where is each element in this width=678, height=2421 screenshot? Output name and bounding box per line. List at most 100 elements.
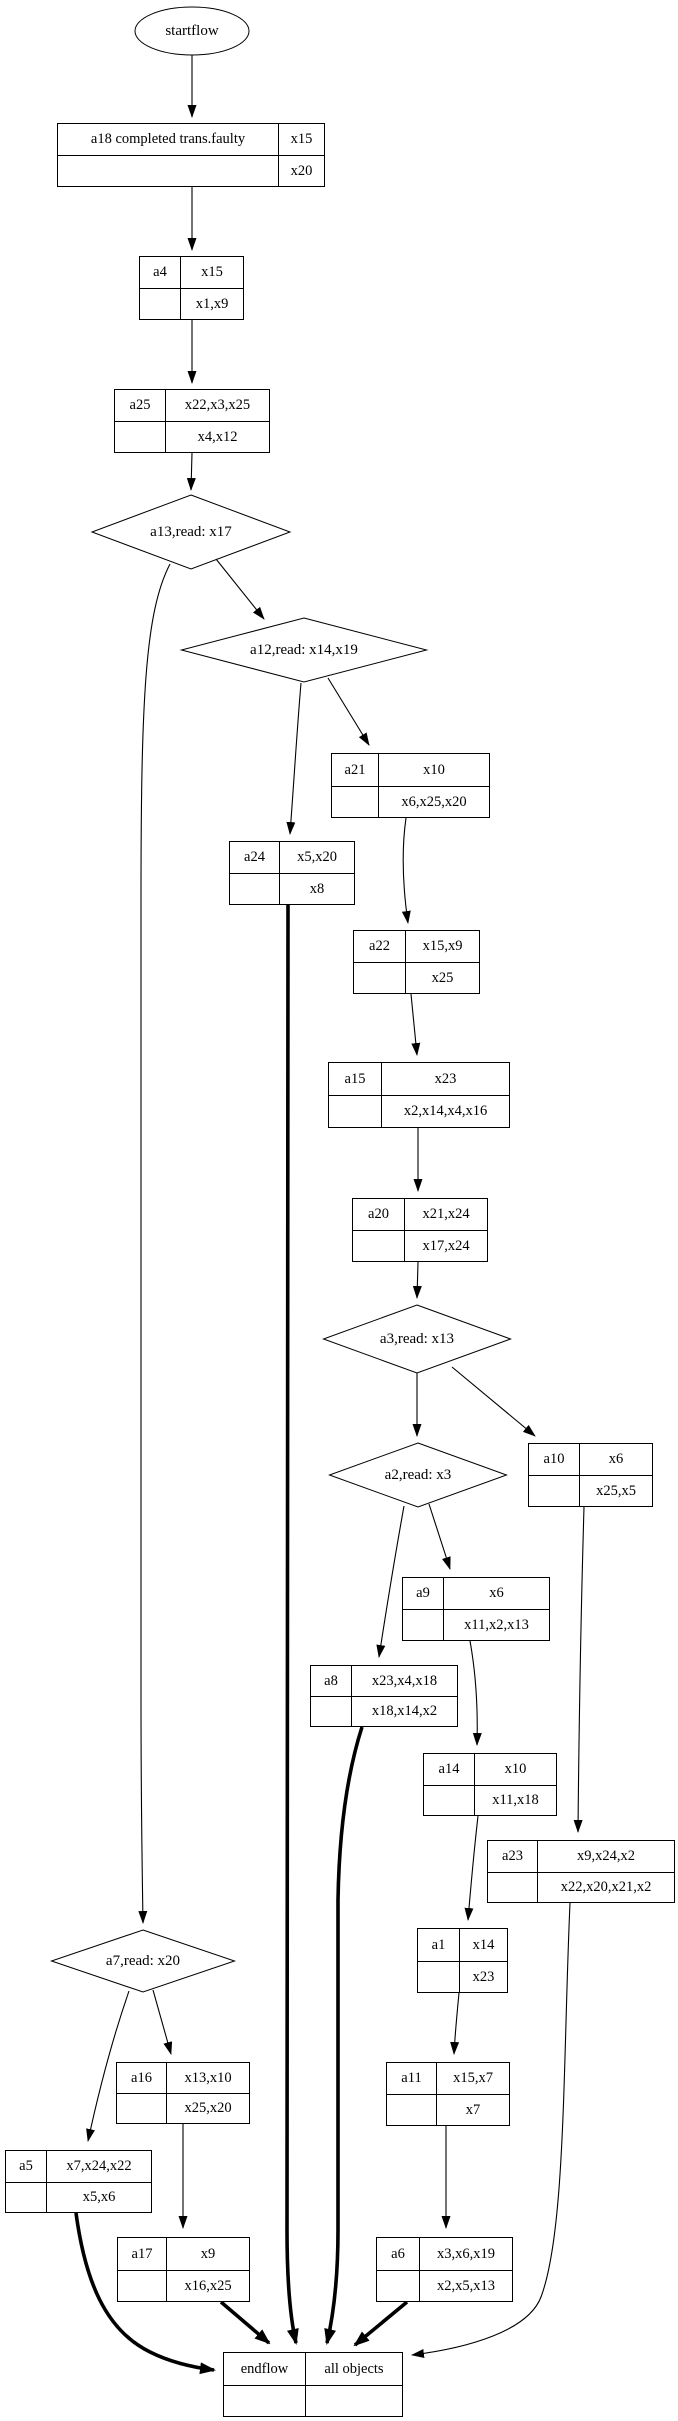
node-a9-cell-r1c0 — [403, 1609, 443, 1640]
node-a20-cell-r1c0 — [353, 1230, 404, 1261]
node-a6-cell-r0c0: a6 — [391, 2245, 405, 2262]
edge-a23-endflow — [411, 1902, 571, 2358]
node-a14-cell-r1c0 — [424, 1784, 474, 1816]
node-a24-cell-r1c1: x8 — [279, 873, 354, 904]
node-a21-cell-r1c1: x6,x25,x20 — [378, 785, 489, 817]
node-a3-label: a3,read: x13 — [379, 1330, 455, 1347]
node-a21-cell-r1c0 — [332, 785, 378, 818]
node-a16-cell-r1c1: x25,x20 — [166, 2093, 249, 2123]
node-a11-cell-r0c1: x15,x7 — [436, 2063, 509, 2094]
node-a22-cell-r1c1: x25 — [405, 962, 479, 993]
edge-a2-a9 — [428, 1503, 451, 1570]
node-a22-cell-r0c0: a22 — [369, 938, 390, 955]
node-a1-cell-r1c1: x23 — [459, 1960, 507, 1992]
node-a5-cell-r1c1: x5,x6 — [46, 2181, 151, 2212]
edge-a22-a15 — [410, 993, 421, 1056]
edge-a13-a7 — [138, 563, 171, 1924]
node-a25-cell-r0c0: a25 — [129, 397, 151, 414]
node-a16-cell-r1c0 — [117, 2093, 166, 2123]
edge-a24-endflow — [285, 904, 299, 2345]
node-startflow-label: startflow — [165, 22, 219, 39]
node-a4-cell-r1c1: x1,x9 — [180, 288, 243, 319]
node-a17-cell-r1c0 — [118, 2269, 166, 2302]
node-a20-cell-r0c0: a20 — [368, 1206, 389, 1223]
node-a5-cell-r0c1: x7,x24,x22 — [46, 2151, 151, 2182]
node-a14-cell-r0c0: a14 — [438, 1761, 460, 1777]
node-a1-cell-r0c1: x14 — [459, 1929, 507, 1961]
edge-a7-a5 — [86, 1990, 130, 2142]
node-a23-cell-r0c0: a23 — [502, 1848, 523, 1864]
edge-a21-a22 — [401, 817, 411, 924]
node-endflow-cell-r0c0: endflow — [240, 2360, 289, 2377]
edge-a3-a10 — [451, 1366, 536, 1437]
edge-a25-a13 — [186, 452, 196, 491]
edge-a1-a11 — [450, 1992, 460, 2055]
node-a23-cell-r1c1: x22,x20,x21,x2 — [537, 1871, 674, 1902]
edge-a17-endflow — [219, 2300, 271, 2345]
node-a6-cell-r1c0 — [377, 2269, 419, 2302]
node-a16-cell-r0c0: a16 — [131, 2069, 152, 2086]
node-a4-cell-r0c0: a4 — [153, 264, 167, 281]
node-a2-label: a2,read: x3 — [384, 1466, 452, 1483]
node-a15-cell-r1c1: x2,x14,x4,x16 — [381, 1095, 509, 1127]
node-a8-cell-r0c0: a8 — [324, 1672, 338, 1689]
node-a18-cell-r0c0: a18 completed trans.faulty — [90, 131, 246, 148]
node-a24-cell-r0c0: a24 — [244, 849, 265, 866]
node-a10-cell-r1c0 — [529, 1475, 579, 1506]
node-a10-cell-r0c0: a10 — [543, 1451, 565, 1468]
node-a4-cell-r0c1: x15 — [180, 257, 243, 288]
node-endflow-cell-r1c1 — [305, 2384, 402, 2416]
node-a17-cell-r0c0: a17 — [131, 2245, 153, 2262]
node-endflow-cell-r0c1: all objects — [305, 2353, 402, 2385]
node-a4-cell-r1c0 — [140, 288, 180, 319]
node-endflow-cell-r1c0 — [224, 2384, 305, 2417]
node-a5-cell-r1c0 — [6, 2181, 46, 2213]
node-a25-cell-r0c1: x22,x3,x25 — [165, 390, 269, 421]
edge-a7-a16 — [152, 1989, 173, 2055]
edge-a6-endflow — [353, 2300, 409, 2347]
edge-a12-a21 — [327, 677, 370, 746]
node-a15-cell-r1c0 — [329, 1095, 381, 1127]
node-a20-cell-r0c1: x21,x24 — [404, 1199, 487, 1230]
node-a21-cell-r0c0: a21 — [344, 761, 366, 778]
node-a20-cell-r1c1: x17,x24 — [404, 1230, 487, 1261]
edge-a12-a24 — [286, 682, 302, 835]
edge-a10-a23 — [573, 1506, 585, 1833]
node-a25-cell-r1c1: x4,x12 — [165, 421, 269, 452]
node-a17-cell-r1c1: x16,x25 — [166, 2269, 249, 2301]
node-a5-cell-r0c0: a5 — [19, 2158, 33, 2174]
node-a9-cell-r0c1: x6 — [443, 1578, 549, 1609]
node-a10-cell-r1c1: x25,x5 — [579, 1475, 652, 1506]
node-a12-shape — [179, 617, 429, 683]
node-a22-cell-r0c1: x15,x9 — [405, 931, 479, 962]
node-a8-cell-r1c1: x18,x14,x2 — [351, 1696, 457, 1726]
edge-a20-a3 — [412, 1261, 422, 1299]
node-a17-cell-r0c1: x9 — [166, 2238, 249, 2270]
node-a10-cell-r0c1: x6 — [579, 1444, 652, 1475]
node-a8-cell-r0c1: x23,x4,x18 — [351, 1666, 457, 1696]
node-a25-cell-r1c0 — [115, 421, 165, 452]
node-a9-cell-r1c1: x11,x2,x13 — [443, 1609, 549, 1640]
node-a23-cell-r1c0 — [488, 1871, 537, 1903]
node-a15-cell-r0c0: a15 — [344, 1070, 366, 1087]
node-a24-cell-r1c0 — [230, 873, 279, 904]
node-a12-label: a12,read: x14,x19 — [250, 641, 358, 658]
node-a13-label: a13,read: x17 — [150, 523, 232, 540]
